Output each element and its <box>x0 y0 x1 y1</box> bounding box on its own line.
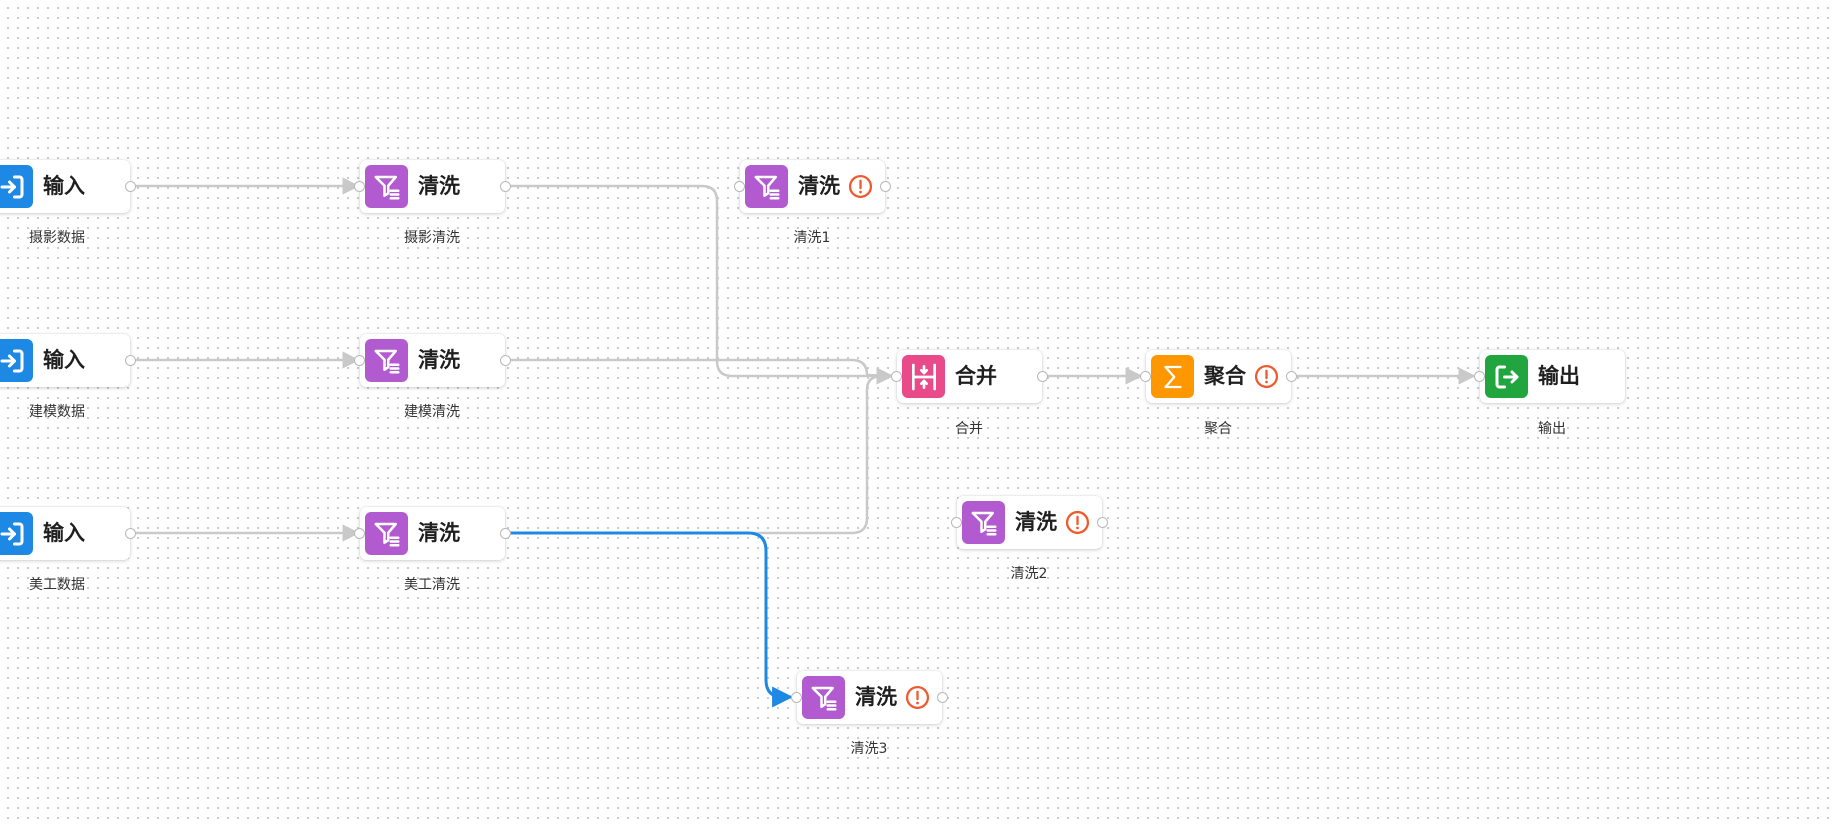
warning-circle-icon[interactable] <box>848 174 873 199</box>
input-port[interactable] <box>891 371 902 382</box>
input-port[interactable] <box>1140 371 1151 382</box>
output-port[interactable] <box>1037 371 1048 382</box>
filter-funnel-icon <box>365 512 408 555</box>
filter-funnel-icon <box>365 165 408 208</box>
node-caption: 聚合 <box>1204 421 1232 437</box>
filter-funnel-icon <box>365 339 408 382</box>
node-title: 清洗 <box>1015 510 1057 534</box>
filter-funnel-icon <box>962 501 1005 544</box>
node-aggregate[interactable]: 聚合 <box>1140 350 1297 403</box>
node-caption: 美工数据 <box>29 577 85 593</box>
node-caption: 合并 <box>955 421 983 437</box>
node-title: 输入 <box>43 174 85 198</box>
output-port[interactable] <box>500 528 511 539</box>
node-clean-2[interactable]: 清洗 <box>951 496 1108 549</box>
login-arrow-icon <box>0 165 33 208</box>
node-merge[interactable]: 合并 <box>891 350 1048 403</box>
node-title: 输入 <box>43 521 85 545</box>
node-title: 清洗 <box>418 521 460 545</box>
node-output[interactable]: 输出 <box>1474 350 1625 403</box>
node-title: 输出 <box>1538 364 1580 388</box>
output-port[interactable] <box>500 181 511 192</box>
merge-icon <box>902 355 945 398</box>
login-arrow-icon <box>0 512 33 555</box>
warning-circle-icon[interactable] <box>1254 364 1279 389</box>
node-title: 合并 <box>955 364 997 388</box>
node-caption: 输出 <box>1538 421 1566 437</box>
input-port[interactable] <box>791 692 802 703</box>
node-clean-model[interactable]: 清洗 <box>354 334 511 387</box>
node-clean-3[interactable]: 清洗 <box>791 671 948 724</box>
node-caption: 摄影数据 <box>29 230 85 246</box>
output-port[interactable] <box>125 355 136 366</box>
input-port[interactable] <box>1474 371 1485 382</box>
node-input-art[interactable]: 输入 <box>0 507 136 560</box>
node-caption: 建模数据 <box>29 404 85 420</box>
output-port[interactable] <box>125 181 136 192</box>
node-title: 清洗 <box>418 174 460 198</box>
node-input-model[interactable]: 输入 <box>0 334 136 387</box>
input-port[interactable] <box>354 181 365 192</box>
node-caption: 清洗2 <box>1010 566 1048 582</box>
output-port[interactable] <box>937 692 948 703</box>
input-port[interactable] <box>734 181 745 192</box>
node-title: 输入 <box>43 348 85 372</box>
edge-clean-art-to-clean-3[interactable] <box>505 531 794 708</box>
input-port[interactable] <box>354 528 365 539</box>
warning-circle-icon[interactable] <box>905 685 930 710</box>
output-port[interactable] <box>1097 517 1108 528</box>
node-clean-photo[interactable]: 清洗 <box>354 160 511 213</box>
warning-circle-icon[interactable] <box>1065 510 1090 535</box>
output-port[interactable] <box>500 355 511 366</box>
output-port[interactable] <box>1286 371 1297 382</box>
node-clean-1[interactable]: 清洗 <box>734 160 891 213</box>
filter-funnel-icon <box>745 165 788 208</box>
filter-funnel-icon <box>802 676 845 719</box>
node-caption: 建模清洗 <box>404 404 460 420</box>
edge-clean-art-to-merge[interactable] <box>505 374 892 535</box>
logout-arrow-icon <box>1485 355 1528 398</box>
node-title: 清洗 <box>418 348 460 372</box>
edge-clean-model-to-merge[interactable] <box>505 358 893 378</box>
output-port[interactable] <box>880 181 891 192</box>
node-caption: 清洗1 <box>793 230 831 246</box>
edge-clean-photo-to-merge[interactable] <box>505 184 894 385</box>
node-title: 清洗 <box>798 174 840 198</box>
node-title: 清洗 <box>855 685 897 709</box>
node-clean-art[interactable]: 清洗 <box>354 507 511 560</box>
node-input-photo[interactable]: 输入 <box>0 160 136 213</box>
node-title: 聚合 <box>1204 364 1246 388</box>
node-caption: 清洗3 <box>850 741 888 757</box>
login-arrow-icon <box>0 339 33 382</box>
input-port[interactable] <box>354 355 365 366</box>
node-caption: 美工清洗 <box>404 577 460 593</box>
output-port[interactable] <box>125 528 136 539</box>
node-caption: 摄影清洗 <box>404 230 460 246</box>
input-port[interactable] <box>951 517 962 528</box>
sigma-icon <box>1151 355 1194 398</box>
